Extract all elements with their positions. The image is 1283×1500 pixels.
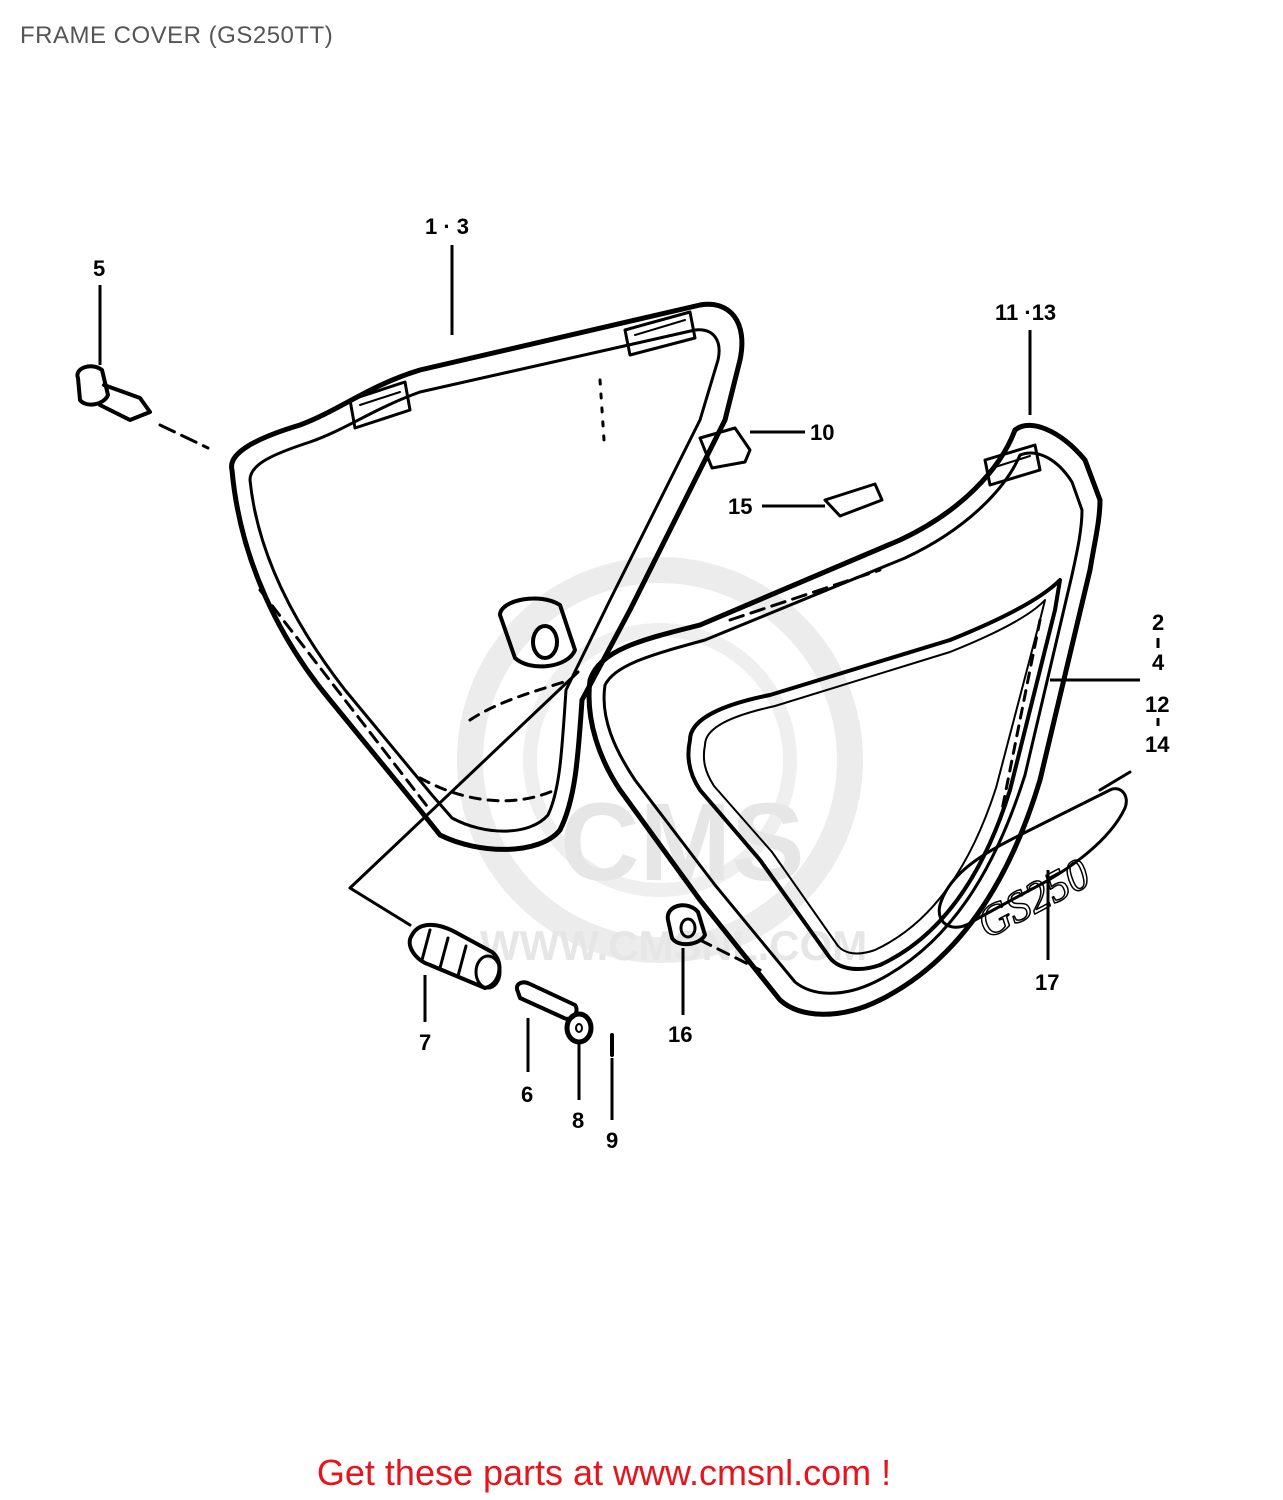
callout-1-3: 1 · 3 xyxy=(425,214,469,239)
part-16-grommet xyxy=(665,903,762,972)
part-8-washer xyxy=(564,1011,594,1045)
callout-15: 15 xyxy=(728,494,752,519)
left-frame-cover xyxy=(229,301,745,852)
part-7-grommet xyxy=(407,922,502,990)
callout-labels: 1 · 3 5 11 ·13 10 15 2 4 12 14 17 16 7 6… xyxy=(93,214,1170,1153)
callout-16: 16 xyxy=(668,1022,692,1047)
callout-5: 5 xyxy=(93,256,105,281)
part-15-clip xyxy=(823,482,884,518)
watermark-url: WWW.CMSNL.COM xyxy=(480,922,867,969)
callout-4: 4 xyxy=(1152,650,1165,675)
callout-8: 8 xyxy=(572,1108,584,1133)
right-frame-cover xyxy=(586,423,1103,1017)
callout-10: 10 xyxy=(810,420,834,445)
callout-12: 12 xyxy=(1145,692,1169,717)
part-6-collar xyxy=(515,980,579,1021)
leader-lines xyxy=(98,245,1160,1120)
callout-9: 9 xyxy=(606,1128,618,1153)
callout-2: 2 xyxy=(1152,610,1164,635)
page-title: FRAME COVER (GS250TT) xyxy=(20,22,334,49)
part-5-screw xyxy=(75,364,210,450)
callout-11-13: 11 ·13 xyxy=(995,300,1056,325)
callout-17: 17 xyxy=(1035,970,1059,995)
callout-6: 6 xyxy=(521,1082,533,1107)
callout-14: 14 xyxy=(1145,732,1170,757)
callout-7: 7 xyxy=(419,1030,431,1055)
part-10-clip xyxy=(698,426,752,470)
watermark: CMS WWW.CMSNL.COM xyxy=(457,557,867,969)
footer-text[interactable]: Get these parts at www.cmsnl.com ! xyxy=(316,1452,892,1493)
footer-link[interactable]: Get these parts at www.cmsnl.com ! xyxy=(0,1452,1283,1494)
